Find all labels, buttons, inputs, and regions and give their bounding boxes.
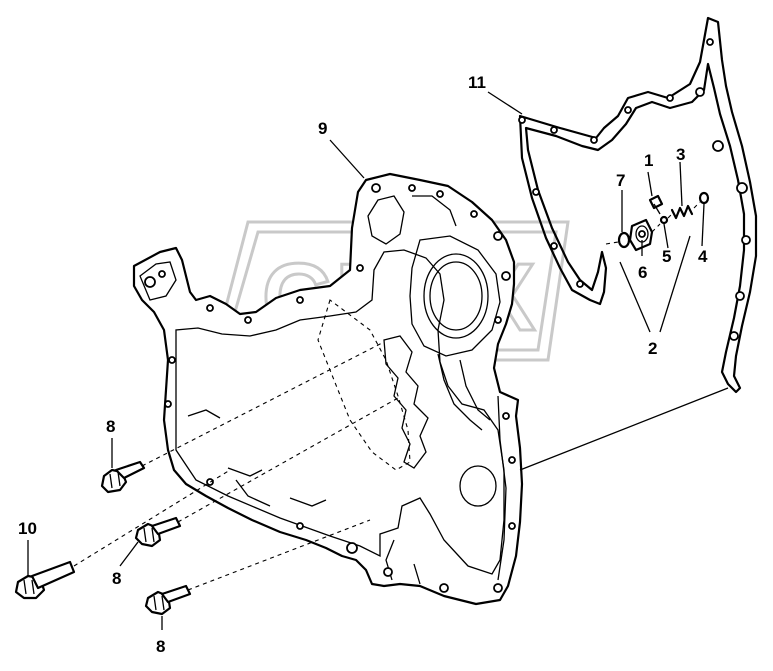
callout-8-middle: 8 xyxy=(112,569,121,588)
housing-part-9 xyxy=(132,172,524,606)
assembly-lines xyxy=(73,201,729,591)
leader-lines xyxy=(27,91,705,630)
callout-6: 6 xyxy=(638,263,647,282)
bolt-part-8-lower xyxy=(144,584,192,616)
bolt-part-8-upper xyxy=(100,460,146,494)
callout-8-upper: 8 xyxy=(106,417,115,436)
callout-2: 2 xyxy=(648,339,657,358)
callout-7: 7 xyxy=(616,171,625,190)
plug-screw-part-1 xyxy=(648,194,664,215)
valve-assembly-parts xyxy=(617,191,710,252)
o-ring-part-7 xyxy=(617,231,631,249)
callout-1: 1 xyxy=(644,151,653,170)
bolt-part-8-middle xyxy=(134,516,182,548)
callout-10: 10 xyxy=(18,519,37,538)
callout-9: 9 xyxy=(318,119,327,138)
callout-3: 3 xyxy=(676,145,685,164)
ball-part-5 xyxy=(659,215,669,225)
callout-11: 11 xyxy=(468,73,486,92)
callouts: 1 2 3 4 5 6 7 8 8 8 9 10 11 xyxy=(18,73,708,656)
gasket-part-11 xyxy=(518,16,758,394)
callout-5: 5 xyxy=(662,247,671,266)
callout-4: 4 xyxy=(698,247,708,266)
valve-body-part-6 xyxy=(628,218,654,252)
seal-ring-part-4 xyxy=(698,191,710,205)
bolt-part-10 xyxy=(14,560,76,600)
callout-8-lower: 8 xyxy=(156,637,165,656)
spring-part-3 xyxy=(670,204,694,220)
